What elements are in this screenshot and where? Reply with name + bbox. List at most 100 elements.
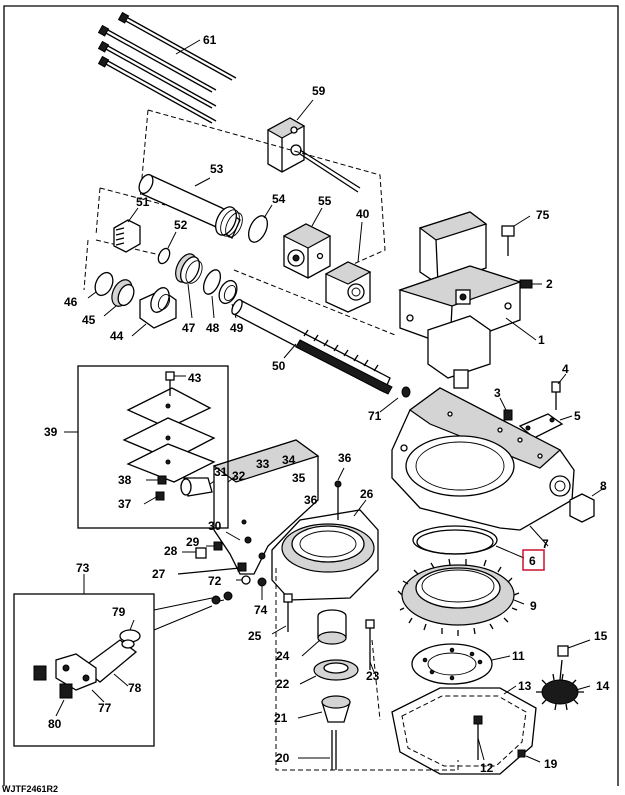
part-13-cover-plate (391, 685, 537, 775)
callout-48: 48 (206, 321, 220, 335)
callout-39: 39 (44, 425, 58, 439)
callout-31: 31 (214, 465, 228, 479)
part-11-gasket (411, 643, 511, 685)
part-8-plug (569, 487, 605, 523)
callout-54: 54 (272, 192, 286, 206)
callout-55: 55 (318, 194, 332, 208)
part-26-bearing-housing (271, 499, 379, 601)
callout-2: 2 (546, 277, 553, 291)
callout-50: 50 (272, 359, 286, 373)
callout-36b: 36 (304, 493, 318, 507)
part-29-plug (206, 541, 223, 551)
callout-28: 28 (164, 544, 178, 558)
callout-35: 35 (292, 471, 306, 485)
callout-71: 71 (368, 409, 382, 423)
part-55-block (282, 207, 332, 279)
part-28-fitting (182, 547, 207, 559)
part-40-flange-block (324, 221, 372, 313)
callout-34: 34 (282, 453, 296, 467)
callout-1: 1 (538, 333, 545, 347)
part-46-ring (94, 271, 114, 297)
part-51-pinion (113, 207, 141, 253)
inset-73-box (13, 574, 233, 747)
callout-46: 46 (64, 295, 78, 309)
callout-20: 20 (276, 751, 290, 765)
part-53-cylinder (138, 173, 243, 239)
callout-3: 3 (494, 386, 501, 400)
callout-51: 51 (136, 195, 150, 209)
part-25-bolt (271, 593, 293, 635)
callout-22: 22 (276, 677, 290, 691)
part-12-bolt (473, 715, 485, 761)
callout-11: 11 (512, 649, 525, 663)
part-74-plug (257, 577, 267, 600)
callout-12: 12 (480, 761, 494, 775)
part-54-o-ring (247, 215, 269, 243)
part-36-bolt-upper (334, 467, 345, 520)
guide-line-upper (147, 109, 386, 271)
part-27-screw (177, 562, 247, 575)
part-50-rack-shaft (231, 298, 411, 398)
callout-40: 40 (356, 207, 370, 221)
part-9-ring-gear (397, 558, 525, 636)
part-20-stud (298, 730, 337, 770)
callout-13: 13 (518, 679, 532, 693)
callout-33: 33 (256, 457, 270, 471)
frame-border (3, 5, 619, 786)
callout-4: 4 (562, 362, 569, 376)
part-23-bolt (365, 619, 375, 673)
callout-75: 75 (536, 208, 550, 222)
part-4-bolt (551, 373, 567, 410)
part-22-disc (299, 659, 359, 685)
callout-72: 72 (208, 574, 222, 588)
callout-9: 9 (530, 599, 537, 613)
part-45-seal (103, 279, 135, 317)
part-14-pinion-gear (536, 659, 591, 711)
part-72-fitting (236, 575, 251, 585)
part-31-piston (180, 475, 223, 497)
callout-15: 15 (594, 629, 608, 643)
callout-37: 37 (118, 497, 132, 511)
callout-32: 32 (232, 469, 246, 483)
callout-53: 53 (210, 162, 224, 176)
callout-79: 79 (112, 605, 126, 619)
callout-8: 8 (600, 479, 607, 493)
part-47-seal (175, 253, 203, 319)
callout-61: 61 (203, 33, 217, 47)
callout-6: 6 (529, 554, 536, 568)
callout-47: 47 (182, 321, 196, 335)
callout-74: 74 (254, 603, 268, 617)
part-52-ring (157, 247, 171, 265)
part-7-housing (391, 387, 575, 547)
callout-77: 77 (98, 701, 112, 715)
part-59-valve-block (266, 99, 361, 193)
callout-73: 73 (76, 561, 90, 575)
callout-45: 45 (82, 313, 96, 327)
callout-30: 30 (208, 519, 222, 533)
part-75-bolt (501, 215, 531, 256)
callout-36a: 36 (338, 451, 352, 465)
part-24-bushing (301, 609, 347, 657)
callout-23: 23 (366, 669, 380, 683)
callout-38: 38 (118, 473, 132, 487)
part-1-motor (398, 211, 537, 389)
part-19-screw (517, 749, 541, 763)
figure-id: WJTF2461R2 (2, 784, 58, 794)
callout-24: 24 (276, 649, 290, 663)
callout-5: 5 (574, 409, 581, 423)
callout-29: 29 (186, 535, 200, 549)
callout-49: 49 (230, 321, 244, 335)
callout-7: 7 (542, 537, 549, 551)
callout-44: 44 (110, 329, 124, 343)
part-48-ring (202, 269, 222, 295)
part-2-fitting (519, 279, 542, 289)
callout-59: 59 (312, 84, 326, 98)
part-15-bolt (557, 639, 591, 657)
callout-27: 27 (152, 567, 166, 581)
callout-25: 25 (248, 629, 262, 643)
callout-52: 52 (174, 218, 188, 232)
callout-26: 26 (360, 487, 374, 501)
part-6-o-ring (412, 525, 525, 559)
callout-14: 14 (596, 679, 610, 693)
